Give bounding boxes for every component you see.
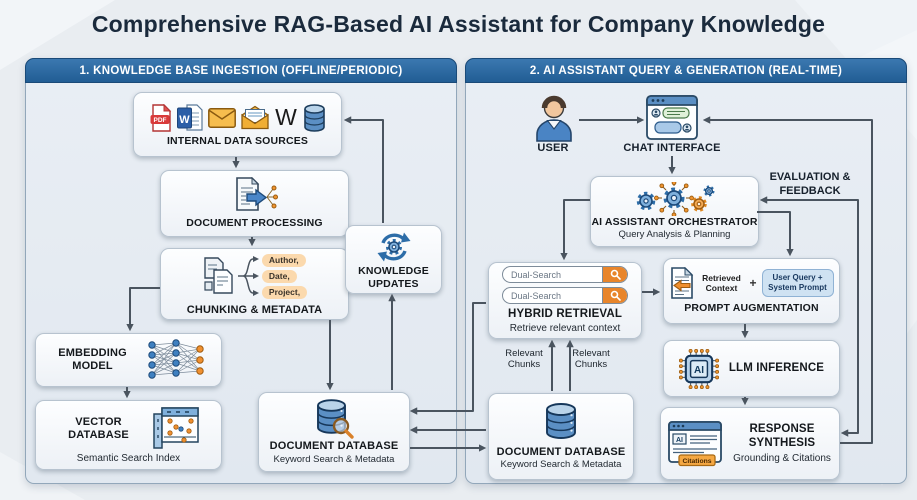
chip-ai-text: AI — [694, 365, 704, 376]
evaluation-feedback-label: EVALUATION & FEEDBACK — [769, 171, 851, 198]
plus-sign: + — [749, 276, 757, 291]
retrieved-context-text: Retrieved Context — [702, 273, 741, 294]
open-envelope-icon — [240, 105, 269, 130]
document-database1-label: DOCUMENT DATABASE — [269, 440, 399, 453]
vector-database-sublabel: Semantic Search Index — [76, 453, 181, 465]
response-synthesis-sublabel: Grounding & Citations — [733, 452, 831, 464]
internal-data-sources-label: INTERNAL DATA SOURCES — [166, 134, 308, 147]
document-processing-icon — [235, 177, 278, 212]
sync-gear-icon — [377, 232, 410, 262]
dual-search-bar-1: Dual-Search — [502, 266, 628, 284]
neural-network-icon — [147, 339, 204, 379]
chat-interface-label: CHAT INTERFACE — [623, 142, 721, 154]
orchestrator-gears-icon — [636, 182, 714, 217]
hybrid-retrieval-label: HYBRID RETRIEVAL — [508, 308, 622, 321]
vector-index-icon — [152, 407, 199, 449]
search-icon — [602, 288, 627, 304]
document-database1-sublabel: Keyword Search & Metadata — [273, 453, 395, 465]
metadata-tag-project: Project, — [261, 285, 308, 299]
word-doc-icon: W — [176, 104, 203, 131]
panel2-header: 2. AI ASSISTANT QUERY & GENERATION (REAL… — [465, 58, 907, 83]
wikipedia-icon: W — [275, 104, 297, 130]
user-query-system-prompt-pill: User Query + System Prompt — [761, 269, 834, 298]
panel1-header: 1. KNOWLEDGE BASE INGESTION (OFFLINE/PER… — [25, 58, 457, 83]
node-chunking-metadata: Author, Date, Project, CHUNKING & METADA… — [160, 248, 349, 320]
user-icon — [536, 95, 572, 142]
node-hybrid-retrieval: Dual-Search Dual-Search HYBRID RETRIEVAL… — [488, 262, 642, 339]
node-document-database-query: DOCUMENT DATABASE Keyword Search & Metad… — [488, 393, 634, 480]
node-vector-database: VECTOR DATABASE Semantic Search Index — [35, 400, 222, 470]
pdf-file-icon: PDF — [150, 103, 171, 132]
email-envelope-icon — [207, 107, 236, 128]
orchestrator-sublabel: Query Analysis & Planning — [618, 228, 731, 240]
metadata-connector-arrows — [237, 256, 259, 297]
citations-tag: Citations — [678, 453, 716, 466]
word-label: W — [179, 114, 190, 126]
wikipedia-w: W — [275, 104, 297, 130]
document-database-icon — [546, 402, 576, 439]
node-embedding-model: EMBEDDING MODEL — [35, 333, 222, 387]
pdf-label: PDF — [153, 117, 166, 124]
knowledge-updates-label: KNOWLEDGE UPDATES — [358, 264, 429, 290]
document-database-search-icon — [317, 399, 354, 440]
citations-text: Citations — [682, 458, 711, 465]
response-ai-text: AI — [676, 437, 683, 444]
node-response-synthesis: AI Citations RESPONSE SYNTHESIS Groundin… — [660, 407, 840, 480]
chat-interface-icon — [646, 95, 698, 140]
document-database2-label: DOCUMENT DATABASE — [496, 445, 626, 458]
metadata-tag-author: Author, — [261, 253, 306, 267]
document-database2-sublabel: Keyword Search & Metadata — [500, 459, 622, 471]
llm-inference-label: LLM INFERENCE — [728, 361, 825, 374]
retrieved-doc-icon — [671, 267, 694, 300]
vector-database-label: VECTOR DATABASE — [68, 415, 129, 441]
node-document-database-ingestion: DOCUMENT DATABASE Keyword Search & Metad… — [258, 392, 410, 472]
embedding-model-label: EMBEDDING MODEL — [58, 346, 127, 372]
relevant-chunks-label-right: Relevant Chunks — [572, 348, 610, 370]
node-document-processing: DOCUMENT PROCESSING — [160, 170, 349, 237]
page-title: Comprehensive RAG-Based AI Assistant for… — [91, 11, 826, 37]
orchestrator-label: AI ASSISTANT ORCHESTRATOR — [591, 216, 758, 229]
dual-search-bar-2: Dual-Search — [502, 287, 628, 305]
hybrid-retrieval-sublabel: Retrieve relevant context — [509, 323, 621, 335]
ai-chip-icon: AI — [678, 348, 719, 389]
chunking-metadata-label: CHUNKING & METADATA — [186, 304, 323, 317]
node-ai-orchestrator: AI ASSISTANT ORCHESTRATOR Query Analysis… — [590, 176, 759, 247]
document-processing-label: DOCUMENT PROCESSING — [186, 217, 323, 230]
dual-search-text-1: Dual-Search — [511, 269, 562, 280]
node-knowledge-updates: KNOWLEDGE UPDATES — [345, 225, 442, 294]
prompt-augmentation-label: PROMPT AUGMENTATION — [684, 302, 819, 315]
search-icon — [602, 267, 627, 283]
document-chunks-icon — [204, 257, 233, 295]
dual-search-text-2: Dual-Search — [511, 290, 562, 301]
response-window-icon: AI Citations — [668, 420, 722, 466]
node-internal-data-sources: PDF W W — [133, 92, 342, 157]
node-llm-inference: AI LLM INFERENCE — [663, 340, 840, 397]
relevant-chunks-label-left: Relevant Chunks — [505, 348, 543, 370]
metadata-tag-date: Date, — [261, 269, 297, 283]
database-source-icon — [303, 103, 325, 132]
response-synthesis-label: RESPONSE SYNTHESIS — [748, 422, 816, 449]
node-prompt-augmentation: Retrieved Context + User Query + System … — [663, 258, 840, 324]
user-label: USER — [537, 142, 569, 154]
